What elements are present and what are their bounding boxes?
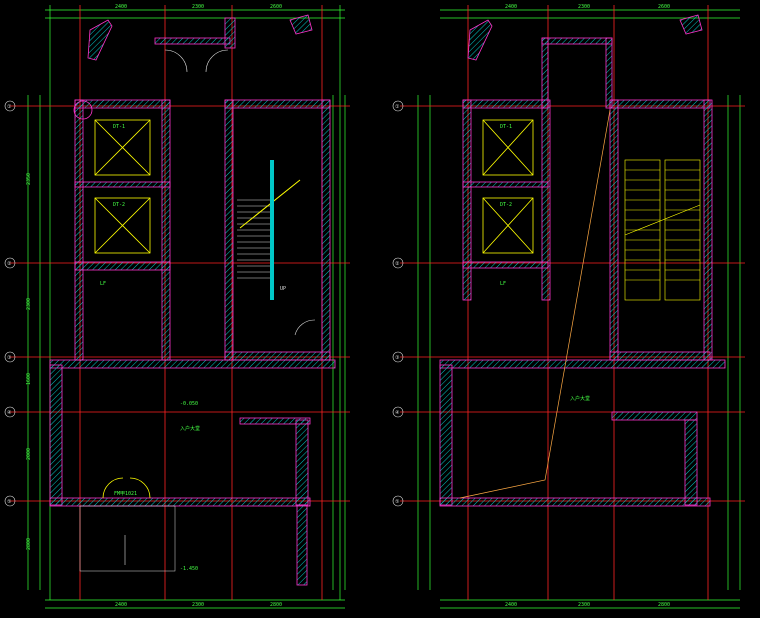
left-dim-5: 2800 [26, 538, 32, 550]
entry-steps [79, 505, 176, 572]
top-dim-1: 2400 [115, 4, 127, 10]
level-1: -0.050 [180, 401, 198, 407]
left-walls [49, 14, 336, 586]
door-swing-top [164, 49, 188, 73]
bottom-dim-2: 2300 [192, 602, 204, 608]
r-bottom-dim-3: 2800 [658, 602, 670, 608]
elevator-2-label: DT-2 [113, 202, 125, 208]
right-stair [624, 159, 701, 301]
r-axis-label-5: ⑤ [395, 499, 400, 505]
r-axis-label-3: ③ [395, 355, 400, 361]
axis-label-1: ① [7, 104, 12, 110]
left-floor-plan: ① ② ③ ④ ⑤ 2400 2300 2600 2400 2300 2800 … [4, 4, 350, 609]
stair-handrail [270, 160, 274, 300]
top-dim-2: 2300 [192, 4, 204, 10]
right-walls [439, 14, 726, 507]
left-dim-2: 2300 [26, 298, 32, 310]
r-top-dim-2: 2300 [578, 4, 590, 10]
left-dim-1: 2350 [26, 173, 32, 185]
left-stair [237, 199, 270, 279]
column-marker-icon [73, 100, 93, 120]
section-cut-line [459, 109, 611, 499]
door-label: FM甲1021 [114, 491, 137, 497]
r-bottom-dim-2: 2300 [578, 602, 590, 608]
r-bottom-dim-1: 2400 [505, 602, 517, 608]
r-axis-label-1: ① [395, 104, 400, 110]
left-dim-4: 2000 [26, 448, 32, 460]
right-axis-bubbles [392, 100, 404, 507]
room-label: LF [100, 281, 106, 287]
door-swing-top-2 [205, 49, 229, 73]
hall-label: 入户大堂 [180, 425, 200, 432]
axis-label-4: ④ [7, 410, 12, 416]
r-top-dim-1: 2400 [505, 4, 517, 10]
left-dim-3: 1600 [26, 373, 32, 385]
right-elevator-shafts [482, 119, 534, 254]
axis-label-5: ⑤ [7, 499, 12, 505]
elevator-1-label: DT-1 [113, 124, 125, 130]
stair-note: UP [280, 286, 286, 292]
bottom-dim-1: 2400 [115, 602, 127, 608]
r-axis-label-4: ④ [395, 410, 400, 416]
left-axis-bubbles [4, 100, 16, 507]
entrance-double-door [102, 477, 151, 499]
r-elevator-1-label: DT-1 [500, 124, 512, 130]
axis-label-3: ③ [7, 355, 12, 361]
r-room-label: LF [500, 281, 506, 287]
r-hall-label: 入户大堂 [570, 395, 590, 402]
r-top-dim-3: 2600 [658, 4, 670, 10]
level-2: -1.450 [180, 566, 198, 572]
right-dimension-frame [417, 9, 741, 609]
r-elevator-2-label: DT-2 [500, 202, 512, 208]
top-dim-3: 2600 [270, 4, 282, 10]
elevator-shafts [94, 119, 151, 254]
right-axis-lines [400, 5, 745, 600]
r-axis-label-2: ② [395, 261, 400, 267]
axis-label-2: ② [7, 261, 12, 267]
door-swing-stair [294, 319, 316, 336]
bottom-dim-3: 2800 [270, 602, 282, 608]
right-floor-plan: ① ② ③ ④ ⑤ 2400 2300 2600 2400 2300 2800 [392, 4, 745, 609]
